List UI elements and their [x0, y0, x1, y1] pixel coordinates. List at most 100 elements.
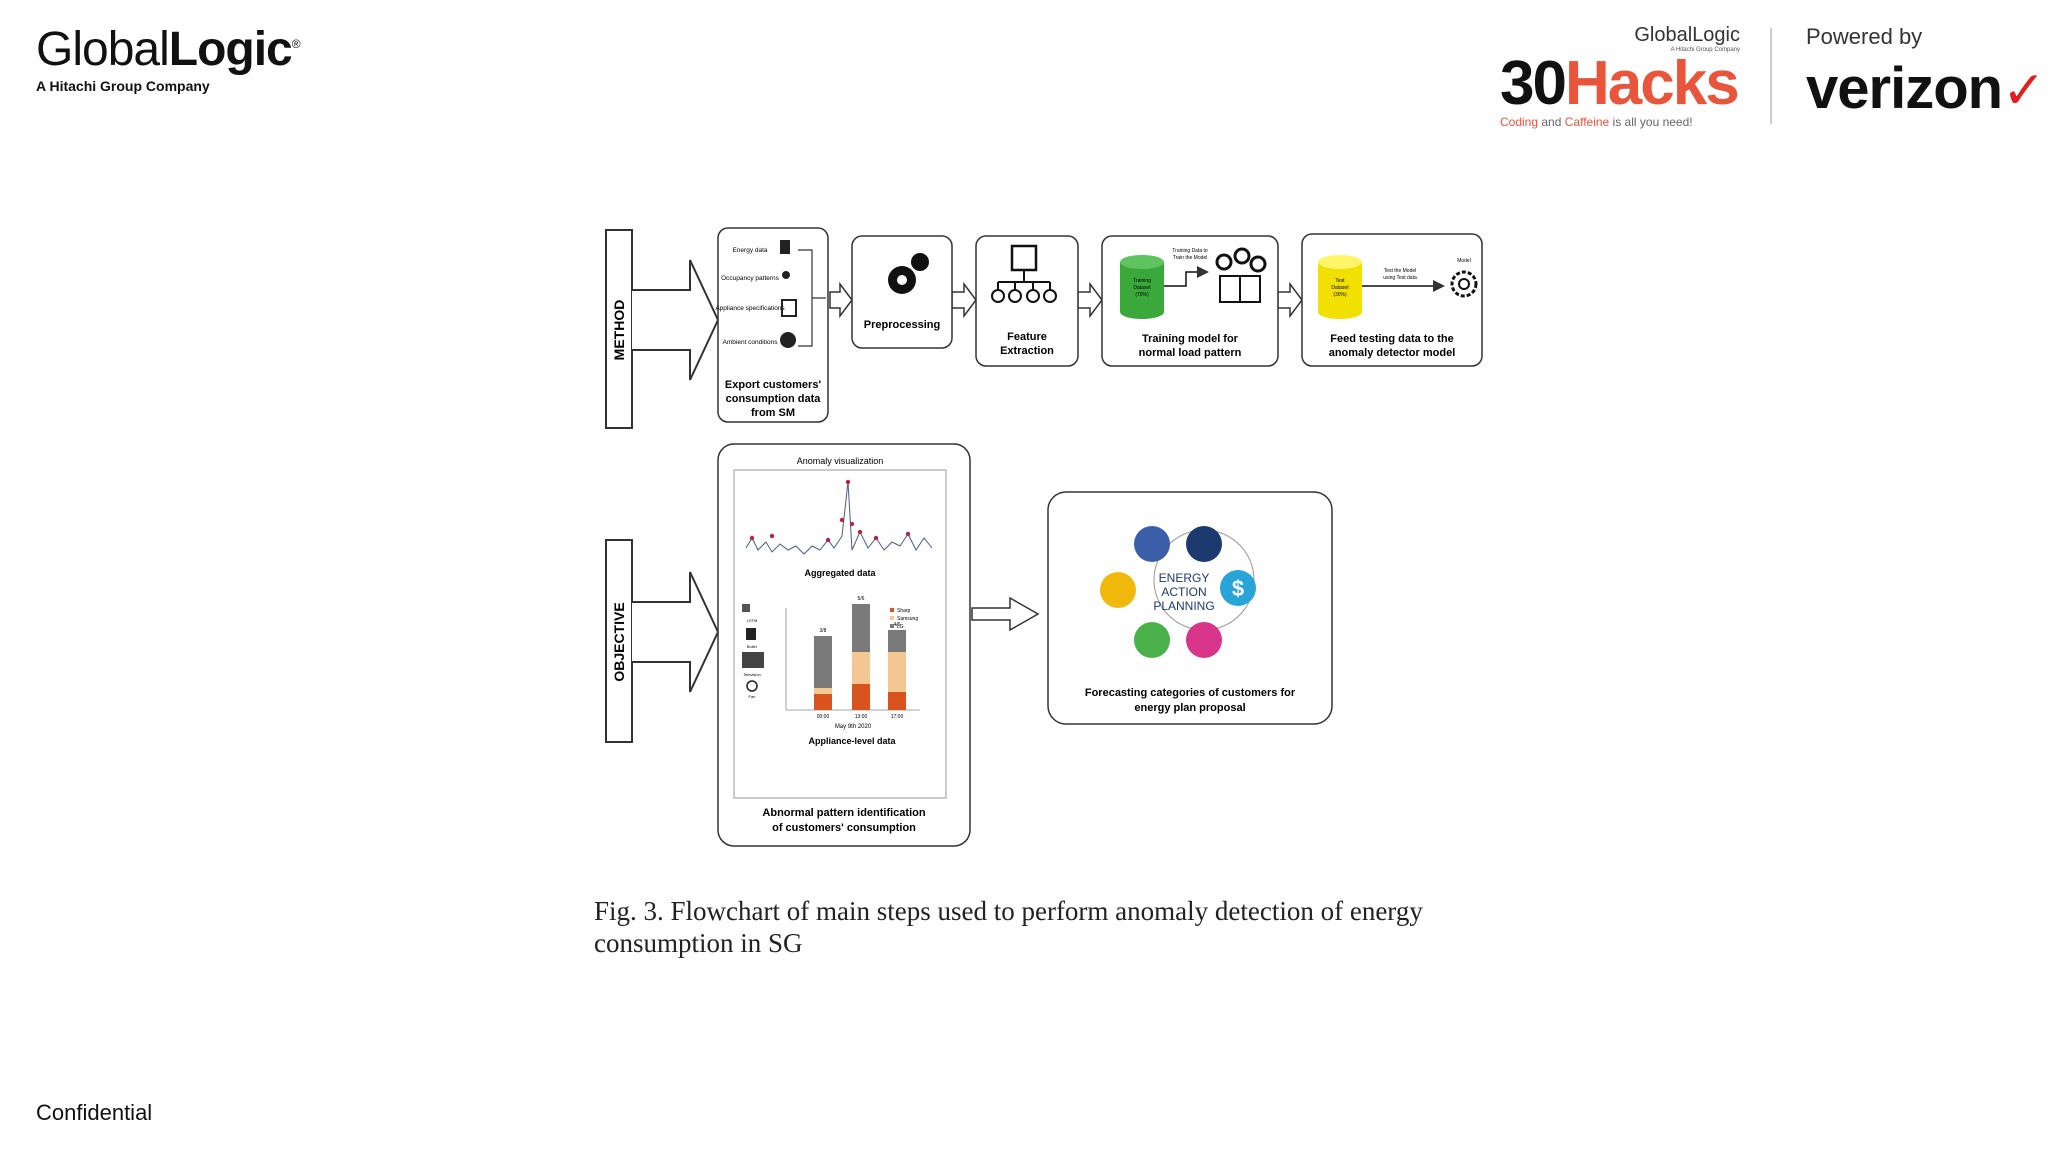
person-icon [782, 271, 790, 279]
gear-icon [1233, 247, 1251, 265]
training-inner-text: Training Data to [1172, 248, 1208, 254]
plan-center-line: ENERGY [1159, 571, 1210, 585]
bar-tick: 17:00 [891, 714, 904, 720]
plan-title-line: energy plan proposal [1134, 702, 1245, 714]
export-title-line: Export customers' [725, 379, 822, 391]
globallogic-wordmark: GlobalLogic® [36, 26, 301, 74]
hackathon-title: 30Hacks [1500, 53, 1740, 115]
hackathon-logo: GlobalLogic A Hitachi Group Company 30Ha… [1500, 24, 1740, 129]
aggregated-line [745, 481, 933, 555]
tagline-part: is all you need! [1609, 115, 1693, 129]
testing-db-label: (30%) [1333, 292, 1347, 298]
header-divider [1770, 28, 1772, 124]
confidential-label: Confidential [36, 1100, 153, 1125]
objective-arrow-icon [632, 571, 720, 693]
tower-icon [1100, 572, 1136, 608]
testing-label-line: anomaly detector model [1329, 347, 1456, 359]
gear-small-icon [911, 253, 929, 271]
input-bracket [798, 249, 826, 347]
testing-db-label: Test [1335, 278, 1345, 284]
training-db-label: Training [1133, 278, 1151, 284]
hackathon-brand: GlobalLogic [1634, 24, 1740, 46]
anomaly-chart-title: Anomaly visualization [797, 456, 884, 466]
appliance-level-label: Appliance-level data [808, 736, 896, 746]
method-bar [605, 229, 633, 429]
dollar-glyph: $ [1232, 576, 1244, 601]
model-gear-icon [1450, 270, 1478, 298]
tagline-part: Coding [1500, 115, 1539, 129]
export-title-line: from SM [751, 407, 795, 419]
anomaly-point [849, 521, 855, 527]
infrastructure-icon [1186, 526, 1222, 562]
legend-swatch [890, 624, 894, 628]
caption-line: consumption in SG [594, 928, 803, 958]
objective-label: OBJECTIVE [611, 602, 627, 681]
boiler-icon [746, 628, 756, 640]
feature-label-line: Feature [1007, 331, 1047, 343]
legend-swatch [890, 608, 894, 612]
connector-arrow-icon [951, 281, 977, 319]
plug-icon [780, 240, 790, 254]
testing-inner-text: using Test data [1383, 275, 1417, 281]
feature-box [975, 235, 1079, 367]
bar-value: 5/6 [858, 596, 865, 602]
connector-arrow-icon [829, 281, 853, 319]
objective-bar [605, 539, 633, 743]
step-testing: Test Dataset (30%) Test the Model using … [1301, 233, 1483, 367]
input-appliance: Appliance specifications [715, 305, 785, 312]
anomaly-point [873, 535, 879, 541]
testing-database-icon [1318, 262, 1362, 312]
logo-subtitle: A Hitachi Group Company [36, 78, 210, 94]
television-icon [742, 652, 764, 668]
export-title-line: consumption data [726, 393, 822, 405]
anomaly-title-line: Abnormal pattern identification [762, 807, 925, 819]
bar-value: 3/8 [820, 628, 827, 634]
gear-icon [1249, 255, 1267, 273]
flowchart-figure: METHOD Energy data Occupancy patterns Ap… [590, 220, 1510, 855]
building-icon [1134, 526, 1170, 562]
input-ambient: Ambient conditions [723, 339, 779, 346]
appliance-label: Television [743, 672, 761, 677]
legend-entry: Samsung [897, 616, 918, 622]
plan-panel-frame [1047, 491, 1333, 725]
figure-caption: Fig. 3. Flowchart of main steps used to … [594, 895, 1494, 959]
caption-line: Fig. 3. Flowchart of main steps used to … [594, 896, 1423, 926]
training-label-line: Training model for [1142, 333, 1239, 345]
method-arrow-icon [632, 259, 720, 381]
bar-date: May 9th 2020 [835, 724, 872, 730]
testing-db-label: Dataset [1331, 285, 1349, 291]
legend-swatch [890, 616, 894, 620]
aggregated-label: Aggregated data [804, 568, 876, 578]
verizon-wordmark: verizon [1806, 56, 2003, 121]
objective-connector-arrow-icon [971, 596, 1040, 632]
step-feature-extraction: Feature Extraction [975, 235, 1079, 367]
verizon-check-icon: ✓ [2002, 62, 2046, 120]
flowchart-svg: METHOD Energy data Occupancy patterns Ap… [605, 227, 1483, 847]
anomaly-point [825, 537, 831, 543]
fan-icon [746, 680, 758, 692]
appliance-label: Boiler [747, 644, 758, 649]
thermometer-icon [780, 332, 796, 348]
legend-entry: LG [897, 624, 904, 630]
training-db-label: Dataset [1133, 285, 1151, 291]
plan-title-line: Forecasting categories of customers for [1085, 687, 1296, 699]
step-training: Training Dataset (70%) Training Data to … [1101, 235, 1279, 367]
method-stage: METHOD [605, 229, 720, 429]
training-database-icon [1120, 262, 1164, 312]
globallogic-logo: GlobalLogic® A Hitachi Group Company [36, 26, 301, 95]
step-preprocessing: Preprocessing [851, 235, 953, 349]
anomaly-point [749, 535, 755, 541]
bar-col3 [888, 630, 906, 710]
testing-label-line: Feed testing data to the [1330, 333, 1453, 345]
plan-center-line: ACTION [1161, 585, 1206, 599]
anomaly-point [839, 517, 845, 523]
hackathon-word: Hacks [1564, 49, 1740, 118]
anomaly-point [769, 533, 775, 539]
impact-icon [1186, 622, 1222, 658]
tagline-part: and [1538, 115, 1565, 129]
input-occupancy: Occupancy patterns [721, 275, 780, 282]
bar-col2 [852, 604, 870, 710]
testing-inner-text: Test the Model [1384, 268, 1417, 274]
bar-tick: 13:00 [855, 714, 868, 720]
anomaly-inner-frame [733, 469, 947, 799]
